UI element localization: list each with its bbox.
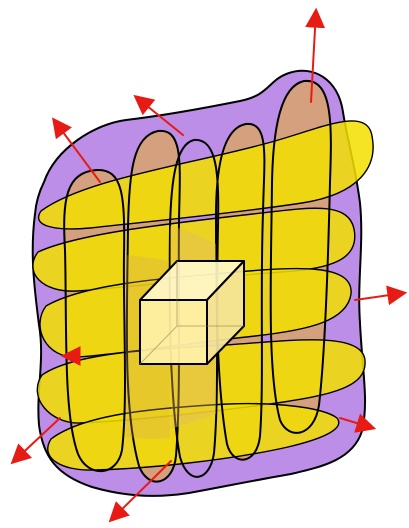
arrow-icon: [355, 293, 404, 300]
